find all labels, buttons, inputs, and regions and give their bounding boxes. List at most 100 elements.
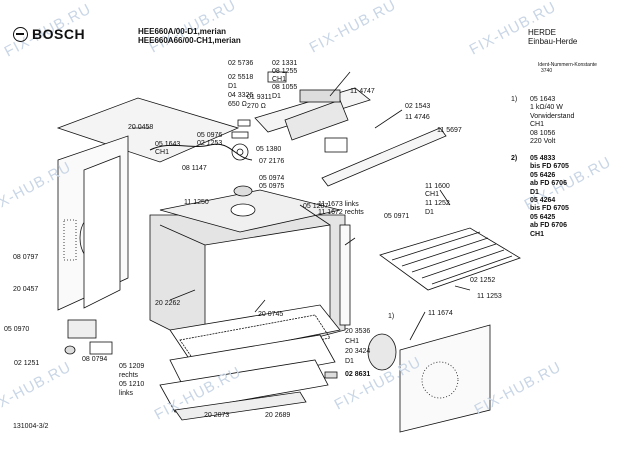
part-label: 20 0745 [258, 311, 284, 318]
note-1-marker: 1) [511, 96, 518, 103]
part-label: 11 4747 [350, 88, 375, 95]
door-glass-1 [169, 334, 336, 391]
part-label: 07 2176 [259, 158, 285, 165]
part-label: 05 1380 [256, 146, 282, 153]
part-label: 1) [388, 313, 395, 320]
part-label: D1 [425, 209, 434, 216]
part-label: 11 1253 [477, 293, 502, 300]
note-line: CH1 [530, 230, 545, 238]
part-label: 01 9311 [247, 94, 272, 101]
note-line: 05 6425 [530, 213, 556, 221]
part-label: 11 1673 links [318, 201, 359, 208]
part-label: CH1 [155, 149, 170, 156]
bosch-armature-icon [13, 27, 28, 42]
note-line: CH1 [530, 121, 545, 129]
part-label: 270 Ω [247, 103, 266, 110]
note-2-marker: 2) [511, 155, 518, 162]
thermostat [231, 143, 249, 161]
part-label: 02 1253 [197, 140, 223, 147]
note-line: Vorwiderstand [530, 112, 575, 120]
part-label: 20 0457 [13, 286, 39, 293]
part-label: CH1 [425, 191, 440, 198]
part-label: 05 1210 [119, 381, 145, 388]
part-label: 08 1055 [272, 84, 298, 91]
part-label: CH1 [272, 76, 287, 83]
fan-cover [399, 324, 491, 433]
door-gasket [169, 304, 341, 361]
part-label: 05 0976 [197, 132, 223, 139]
part-label: 04 3326 [228, 92, 254, 99]
note-line: bis FD 6705 [530, 205, 569, 213]
category-line-2: Einbau-Herde [528, 37, 578, 46]
part-label: 08 1255 [272, 68, 298, 75]
part-label: 11 1600 [425, 183, 450, 190]
part-label: 650 Ω [228, 101, 247, 108]
part-label: 11 1672 rechts [318, 209, 364, 216]
oven-rack [379, 227, 521, 291]
part-label: 11 1250 [184, 199, 209, 206]
part-label: 08 1147 [182, 165, 207, 172]
note-line: 1 kΩ/40 W [530, 104, 563, 112]
note-line: 08 1056 [530, 129, 556, 137]
note-line: ab FD 6706 [530, 180, 567, 188]
category-line-1: HERDE [528, 28, 557, 37]
switch-block [67, 319, 97, 339]
fan-motor [367, 333, 397, 371]
doc-number: 131004-3/2 [13, 423, 49, 430]
oven-lamp [230, 203, 256, 217]
part-label: 08 0794 [82, 356, 108, 363]
back-panel [83, 155, 121, 309]
part-label: 02 1543 [405, 103, 431, 110]
note-line: 05 6426 [530, 171, 556, 179]
part-label: 11 1252 [425, 200, 450, 207]
part-label: 11 4746 [405, 114, 430, 121]
note-line: 05 4264 [530, 197, 556, 205]
note-line: ab FD 6706 [530, 222, 567, 230]
part-label: 20 2073 [204, 412, 230, 419]
part-label: 05 0975 [259, 183, 285, 190]
part-label: 02 1252 [470, 277, 496, 284]
part-label: 02 8631 [345, 371, 371, 378]
note-line: bis FD 6705 [530, 163, 569, 171]
trim-rail [321, 127, 447, 187]
model-line-1: HEE660A/00-D1,merian [138, 27, 227, 36]
bosch-logo: BOSCH [13, 26, 129, 44]
part-label: 20 3536 [345, 328, 371, 335]
part-label: D1 [228, 83, 237, 90]
ident-number: 3740 [541, 68, 553, 74]
part-label: 05 0971 [384, 213, 410, 220]
part-label: 11 5697 [437, 127, 462, 134]
part-label: 20 0458 [128, 124, 154, 131]
side-rail [339, 224, 351, 326]
part-label: 08 0797 [13, 254, 39, 261]
part-label: 05 0970 [4, 326, 30, 333]
brand-name: BOSCH [32, 26, 86, 42]
part-label: 02 5736 [228, 60, 254, 67]
part-label: D1 [345, 358, 354, 365]
part-label: CH1 [345, 338, 360, 345]
part-label: 02 5518 [228, 74, 254, 81]
part-label: rechts [119, 372, 139, 379]
note-line: D1 [530, 188, 539, 196]
model-line-2: HEE660A66/00-CH1,merian [138, 36, 241, 45]
note-line: 05 1643 [530, 96, 556, 103]
part-label: 20 3424 [345, 348, 371, 355]
part-label: 05 1207 [303, 203, 329, 210]
door-handle [174, 391, 307, 421]
door-glass-2 [159, 359, 329, 413]
part-label: D1 [272, 93, 281, 100]
part-label: 05 1643 [155, 141, 181, 148]
note-line: 05 4833 [530, 155, 556, 162]
part-label: 20 2262 [155, 300, 181, 307]
part-label: 02 1331 [272, 60, 298, 67]
ident-label: Ident-Nummern-Konstante [538, 62, 597, 68]
part-label: 11 1674 [428, 310, 453, 317]
part-label: 05 0974 [259, 175, 285, 182]
note-line: 220 Volt [530, 138, 556, 146]
part-label: 05 1209 [119, 363, 145, 370]
part-label: 20 2689 [265, 412, 291, 419]
part-label: 02 1251 [14, 360, 40, 367]
